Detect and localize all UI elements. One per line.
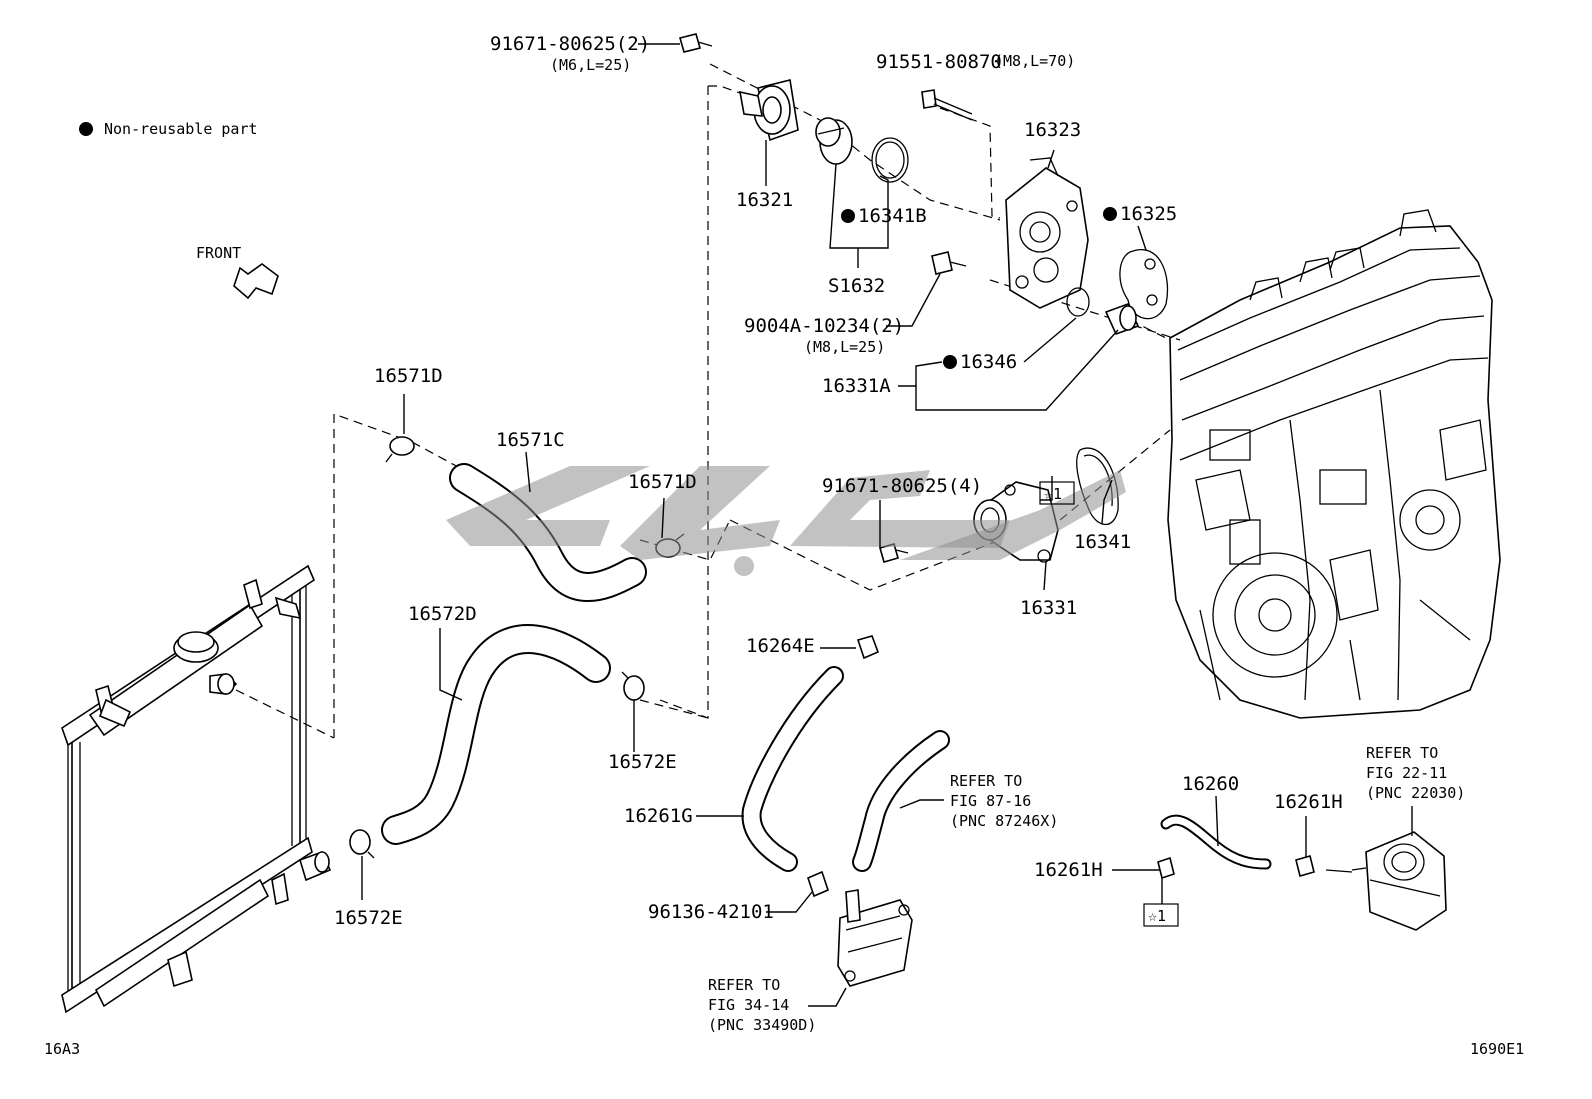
throttle-body-drawing	[1351, 831, 1447, 931]
label-16572d: 16572D	[408, 603, 477, 625]
label-16331a: 16331A	[822, 375, 891, 397]
label-16261h-right: 16261H	[1274, 791, 1343, 813]
label-16571d-right: 16571D	[628, 471, 697, 493]
oil-cooler-drawing	[837, 889, 913, 987]
label-16572e-left: 16572E	[334, 907, 403, 929]
label-16261g: 16261G	[624, 805, 693, 827]
label-star1-bottom: ☆1	[1148, 907, 1166, 925]
ref-87-line3: (PNC 87246X)	[950, 812, 1058, 830]
part-labels: 91671-80625(2) (M6,L=25) 91551-80870 (M8…	[334, 33, 1343, 929]
engine-block-drawing	[1167, 209, 1501, 719]
ref-22-line1: REFER TO	[1366, 744, 1438, 762]
front-indicator: FRONT	[196, 244, 279, 300]
non-reusable-marker-icon	[943, 355, 957, 369]
non-reusable-marker-icon	[1103, 207, 1117, 221]
label-16331: 16331	[1020, 597, 1077, 619]
ref-87-line1: REFER TO	[950, 772, 1022, 790]
label-16325: 16325	[1120, 203, 1177, 225]
ref-87-line2: FIG 87-16	[950, 792, 1031, 810]
label-16321: 16321	[736, 189, 793, 211]
ref-34-line1: REFER TO	[708, 976, 780, 994]
front-label: FRONT	[196, 244, 241, 262]
ref-34-line2: FIG 34-14	[708, 996, 789, 1014]
label-91671-top: 91671-80625(2)	[490, 33, 650, 55]
label-s1632: S1632	[828, 275, 885, 297]
label-91551: 91551-80870	[876, 51, 1002, 73]
watermark-logo	[446, 466, 1126, 576]
label-leader-lines	[361, 43, 1413, 1007]
label-91551-spec: (M8,L=70)	[994, 52, 1075, 70]
label-9004a: 9004A-10234(2)	[744, 315, 904, 337]
front-arrow-icon	[233, 263, 279, 300]
star-box	[1143, 903, 1179, 927]
label-16341b: 16341B	[858, 205, 927, 227]
corner-code-left: 16A3	[44, 1040, 80, 1058]
label-9004a-spec: (M8,L=25)	[804, 338, 885, 356]
star-box	[1039, 481, 1075, 505]
reference-labels: REFER TO FIG 87-16 (PNC 87246X) REFER TO…	[708, 744, 1465, 1034]
legend-text: Non-reusable part	[104, 120, 258, 138]
label-star1-top: ☆1	[1044, 485, 1062, 503]
label-16341: 16341	[1074, 531, 1131, 553]
label-16346: 16346	[960, 351, 1017, 373]
ref-34-line3: (PNC 33490D)	[708, 1016, 816, 1034]
label-91671-mid: 91671-80625(4)	[822, 475, 982, 497]
label-16260: 16260	[1182, 773, 1239, 795]
water-inlet-group	[679, 33, 1169, 336]
ref-22-line3: (PNC 22030)	[1366, 784, 1465, 802]
label-91671-top-spec: (M6,L=25)	[550, 56, 631, 74]
label-16323: 16323	[1024, 119, 1081, 141]
corner-code-right: 1690E1	[1470, 1040, 1524, 1058]
non-reusable-marker-icon	[841, 209, 855, 223]
legend: Non-reusable part	[79, 120, 258, 138]
label-96136: 96136-42101	[648, 901, 774, 923]
radiator-drawing	[61, 564, 332, 1014]
label-16261h-left: 16261H	[1034, 859, 1103, 881]
label-16572e-right: 16572E	[608, 751, 677, 773]
hoses	[381, 463, 1272, 872]
label-16571d-top: 16571D	[374, 365, 443, 387]
ref-22-line2: FIG 22-11	[1366, 764, 1447, 782]
label-16571c: 16571C	[496, 429, 565, 451]
assembly-guide-lines	[235, 63, 1181, 739]
label-16264e: 16264E	[746, 635, 815, 657]
non-reusable-marker-icon	[79, 122, 93, 136]
